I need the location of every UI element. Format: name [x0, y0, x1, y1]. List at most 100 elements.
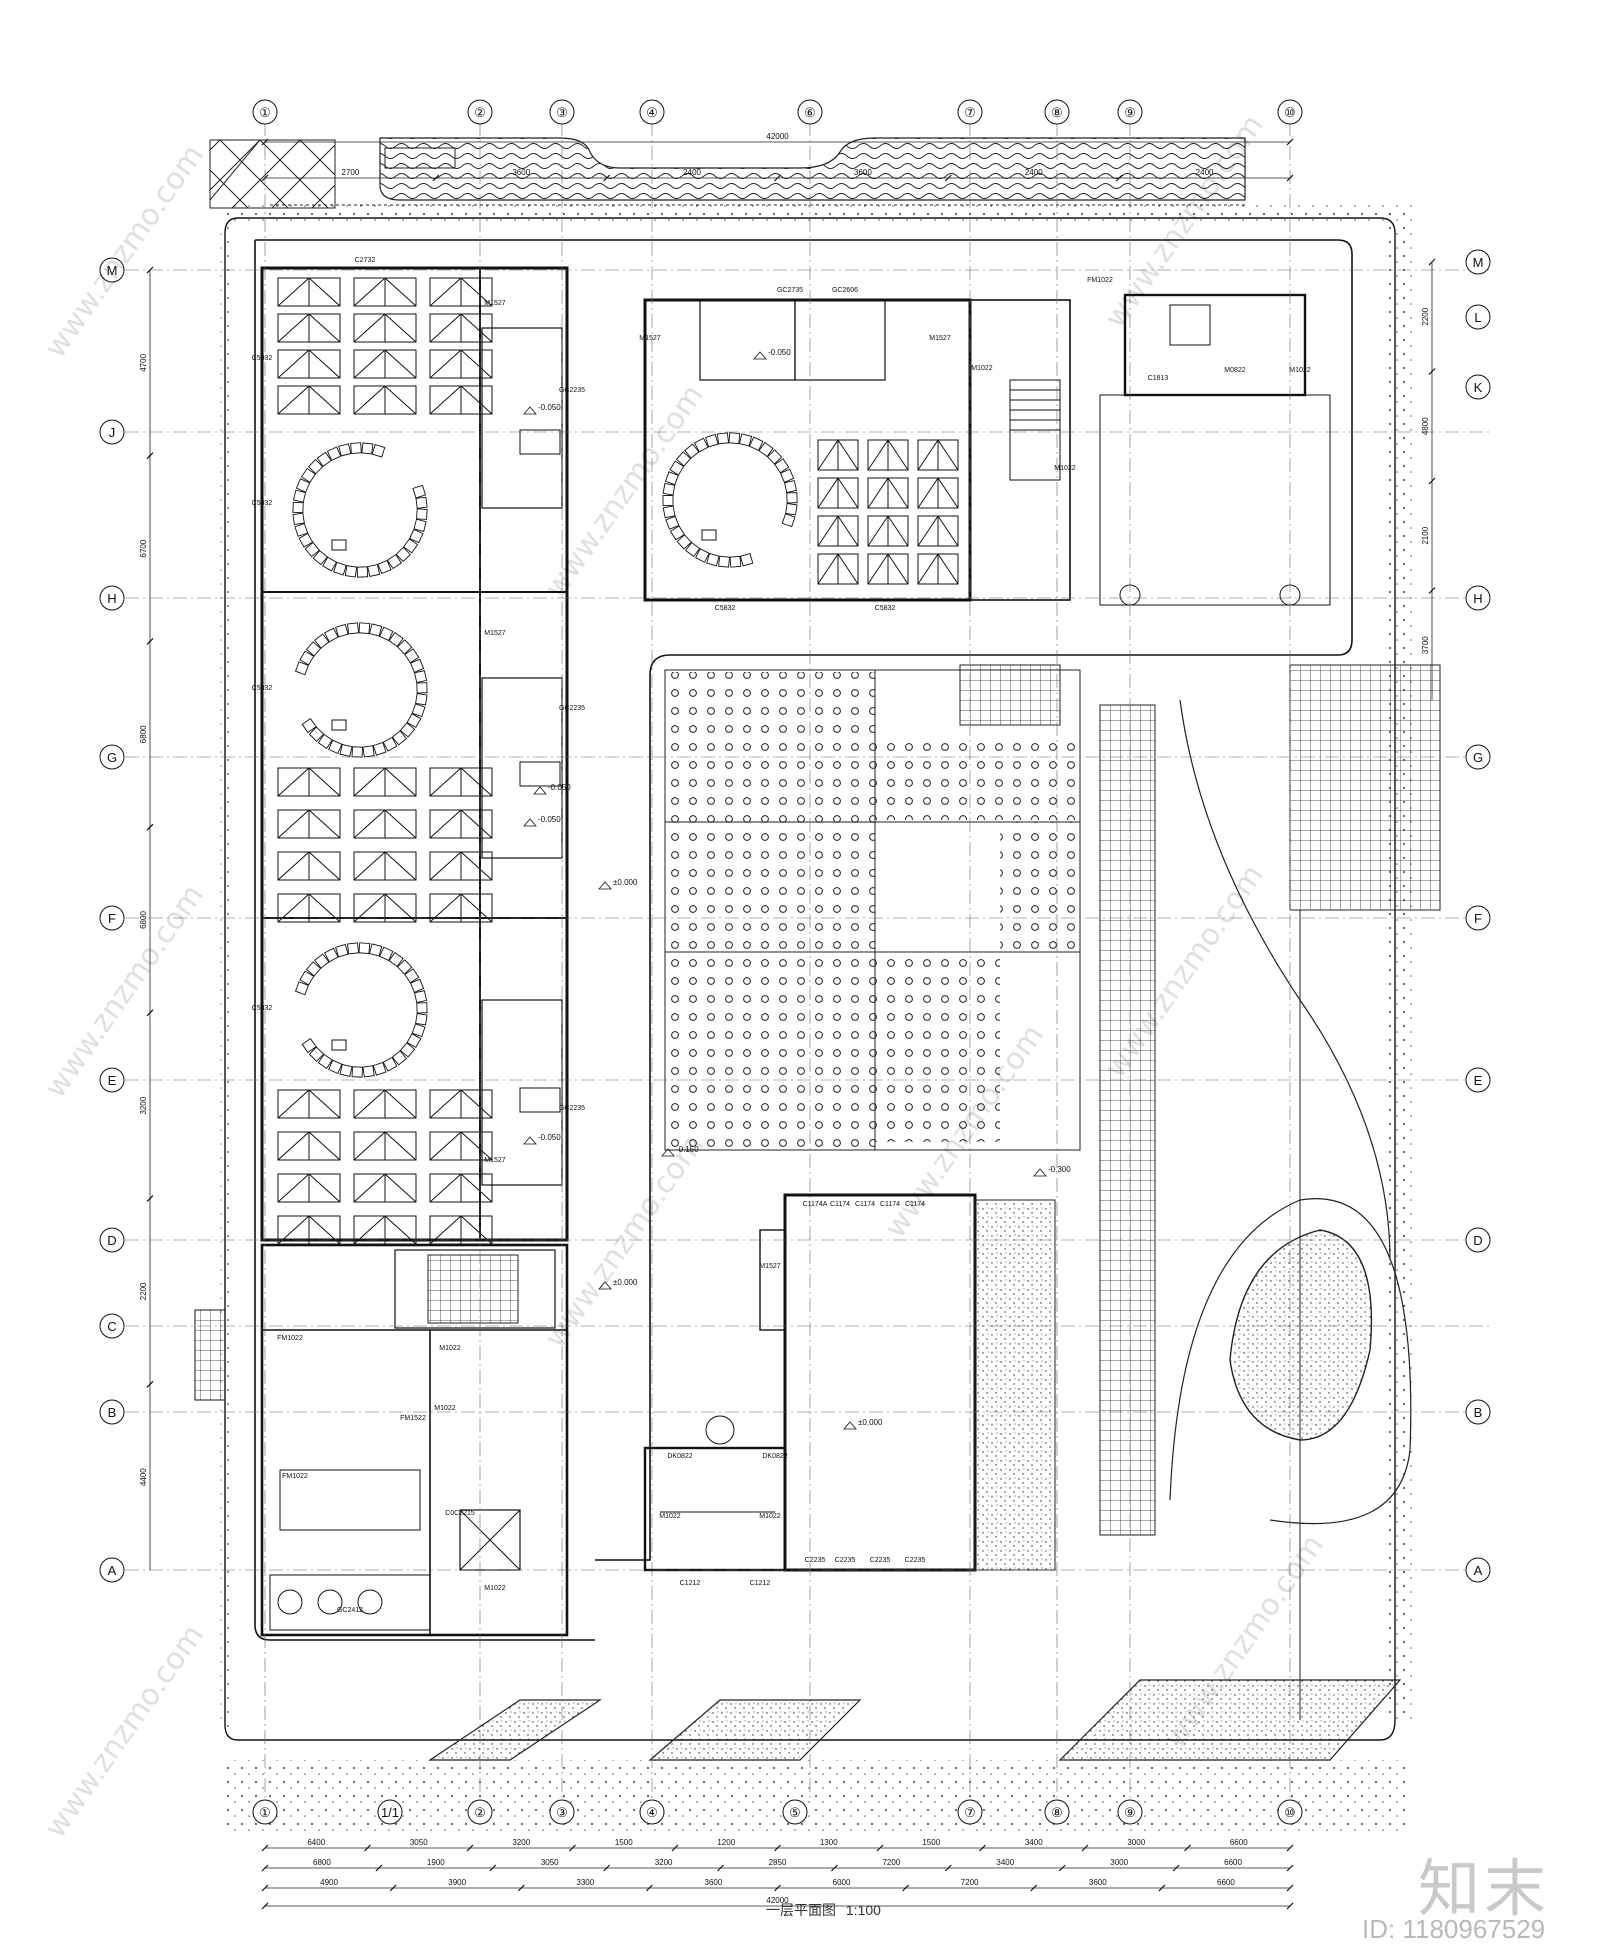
bed-mark [308, 1215, 341, 1245]
level-marks: -0.050-0.050-0.050-0.050-0.050±0.000±0.0… [523, 348, 1071, 1430]
dim-right-tick [1428, 368, 1436, 375]
dim-top-total-tick [261, 138, 269, 146]
level-triangle [523, 406, 537, 415]
dim-bottom-row1-value: 6600 [1230, 1838, 1248, 1847]
building-outline [224, 217, 1396, 1741]
room-tag: DK0822 [762, 1453, 787, 1460]
bed-mark [277, 1215, 310, 1245]
dim-bottom-row2-tick [717, 1864, 724, 1872]
bed-mark [867, 477, 889, 509]
dim-left-value: 6800 [139, 911, 148, 929]
dim-bottom-row1-tick [1081, 1844, 1089, 1852]
watermark-site-text: www.znzmo.com [38, 1618, 211, 1844]
chair [705, 433, 719, 448]
dim-bottom-row3-tick [902, 1884, 910, 1892]
dim-bottom-row1-value: 1200 [717, 1838, 735, 1847]
chair [294, 661, 309, 676]
room-tag: GC2735 [777, 287, 803, 294]
chair [301, 717, 317, 734]
room-tag: M1527 [484, 300, 506, 307]
image-id-watermark: ID: 1180967529 [1362, 1914, 1546, 1944]
chair [396, 959, 413, 975]
bed-mark [460, 1131, 493, 1161]
grid-bubble-top-label: ⑩ [1284, 105, 1296, 120]
grid-bubble-top-circle [797, 99, 823, 125]
chair [299, 650, 315, 666]
dim-bottom-total-tick [1286, 1902, 1294, 1910]
dim-bottom-row3-tick [517, 1884, 525, 1892]
chair [404, 648, 420, 664]
level-triangle [661, 1148, 675, 1157]
sheet-scale: 1:100 [845, 1902, 881, 1918]
dim-bottom-row3-tick [774, 1884, 781, 1892]
bed-mark [429, 313, 462, 343]
office-northeast [1099, 293, 1331, 606]
chair [378, 946, 394, 962]
dim-left-tick [146, 1195, 154, 1202]
bed-mark [308, 767, 341, 797]
classroom-block-center [643, 298, 1071, 602]
chair [414, 670, 428, 684]
chair [664, 471, 679, 486]
grid-bubble-top-label: ① [259, 105, 271, 120]
chair [695, 548, 710, 563]
chair [326, 446, 342, 461]
bed-mark [277, 1089, 310, 1119]
chair [308, 726, 325, 742]
chair [333, 561, 347, 576]
dim-bottom-row2-tick [1058, 1864, 1066, 1872]
dim-bottom-row2-value: 2850 [769, 1858, 787, 1867]
grid-bubble-left-circle [99, 1313, 125, 1339]
bed-mark [887, 439, 909, 471]
chair [409, 528, 424, 544]
chair [411, 1023, 426, 1038]
chair [358, 942, 371, 954]
room-tag: DK0822 [667, 1453, 692, 1460]
chair [706, 552, 720, 567]
dim-bottom-row1-tick [1286, 1844, 1294, 1852]
chair [324, 627, 339, 643]
chair [362, 745, 375, 758]
grid-bubble-bottom-label: ⑦ [964, 1805, 976, 1820]
chair [351, 1066, 363, 1078]
chair [399, 1042, 416, 1058]
dim-bottom-row3-value: 3600 [1089, 1878, 1107, 1887]
bed-mark [353, 893, 386, 923]
chair [399, 722, 416, 738]
dim-left-value: 3200 [139, 1096, 148, 1114]
bed-mark [460, 349, 493, 379]
grid-bubble-left-label: C [107, 1319, 116, 1334]
bed-mark [887, 515, 909, 547]
dim-bottom-row1-tick [979, 1844, 986, 1852]
dim-bottom-row2-value: 6600 [1224, 1858, 1242, 1867]
room-tag: C1174 [880, 1201, 900, 1208]
chair [718, 555, 731, 568]
dim-bottom-row1-value: 3050 [410, 1838, 428, 1847]
level-triangle [1033, 1168, 1047, 1177]
dim-top-total-tick [1286, 138, 1294, 146]
room-tag: C1212 [680, 1580, 701, 1587]
bed-mark [277, 893, 310, 923]
dim-right-value: 2100 [1421, 526, 1430, 544]
bed-mark [353, 767, 386, 797]
dim-top-segments-tick [432, 174, 440, 182]
chair [676, 534, 693, 550]
bed-mark [353, 851, 386, 881]
axis-grid [125, 122, 1490, 1800]
dim-bottom-row2-tick [261, 1864, 269, 1872]
north-planting-strip [270, 137, 1246, 206]
dim-bottom-row1-tick [876, 1844, 884, 1852]
grid-bubble-left-circle [99, 1067, 125, 1093]
grid-bubble-bottom-label: ④ [646, 1805, 658, 1820]
chair [414, 990, 428, 1004]
grid-bubble-bottom-label: ② [474, 1805, 486, 1820]
bed-mark [817, 515, 839, 547]
grid-bubble-top-circle [252, 99, 278, 125]
dim-top-segments-value: 3600 [512, 168, 530, 177]
watermark-site-text: www.znzmo.com [38, 878, 211, 1104]
bed-mark [308, 385, 341, 415]
dim-bottom-row2-value: 7200 [882, 1858, 900, 1867]
dim-right-tick [1428, 477, 1436, 485]
dim-bottom-row1-value: 3400 [1025, 1838, 1043, 1847]
grid-bubble-top-circle [1277, 99, 1303, 125]
